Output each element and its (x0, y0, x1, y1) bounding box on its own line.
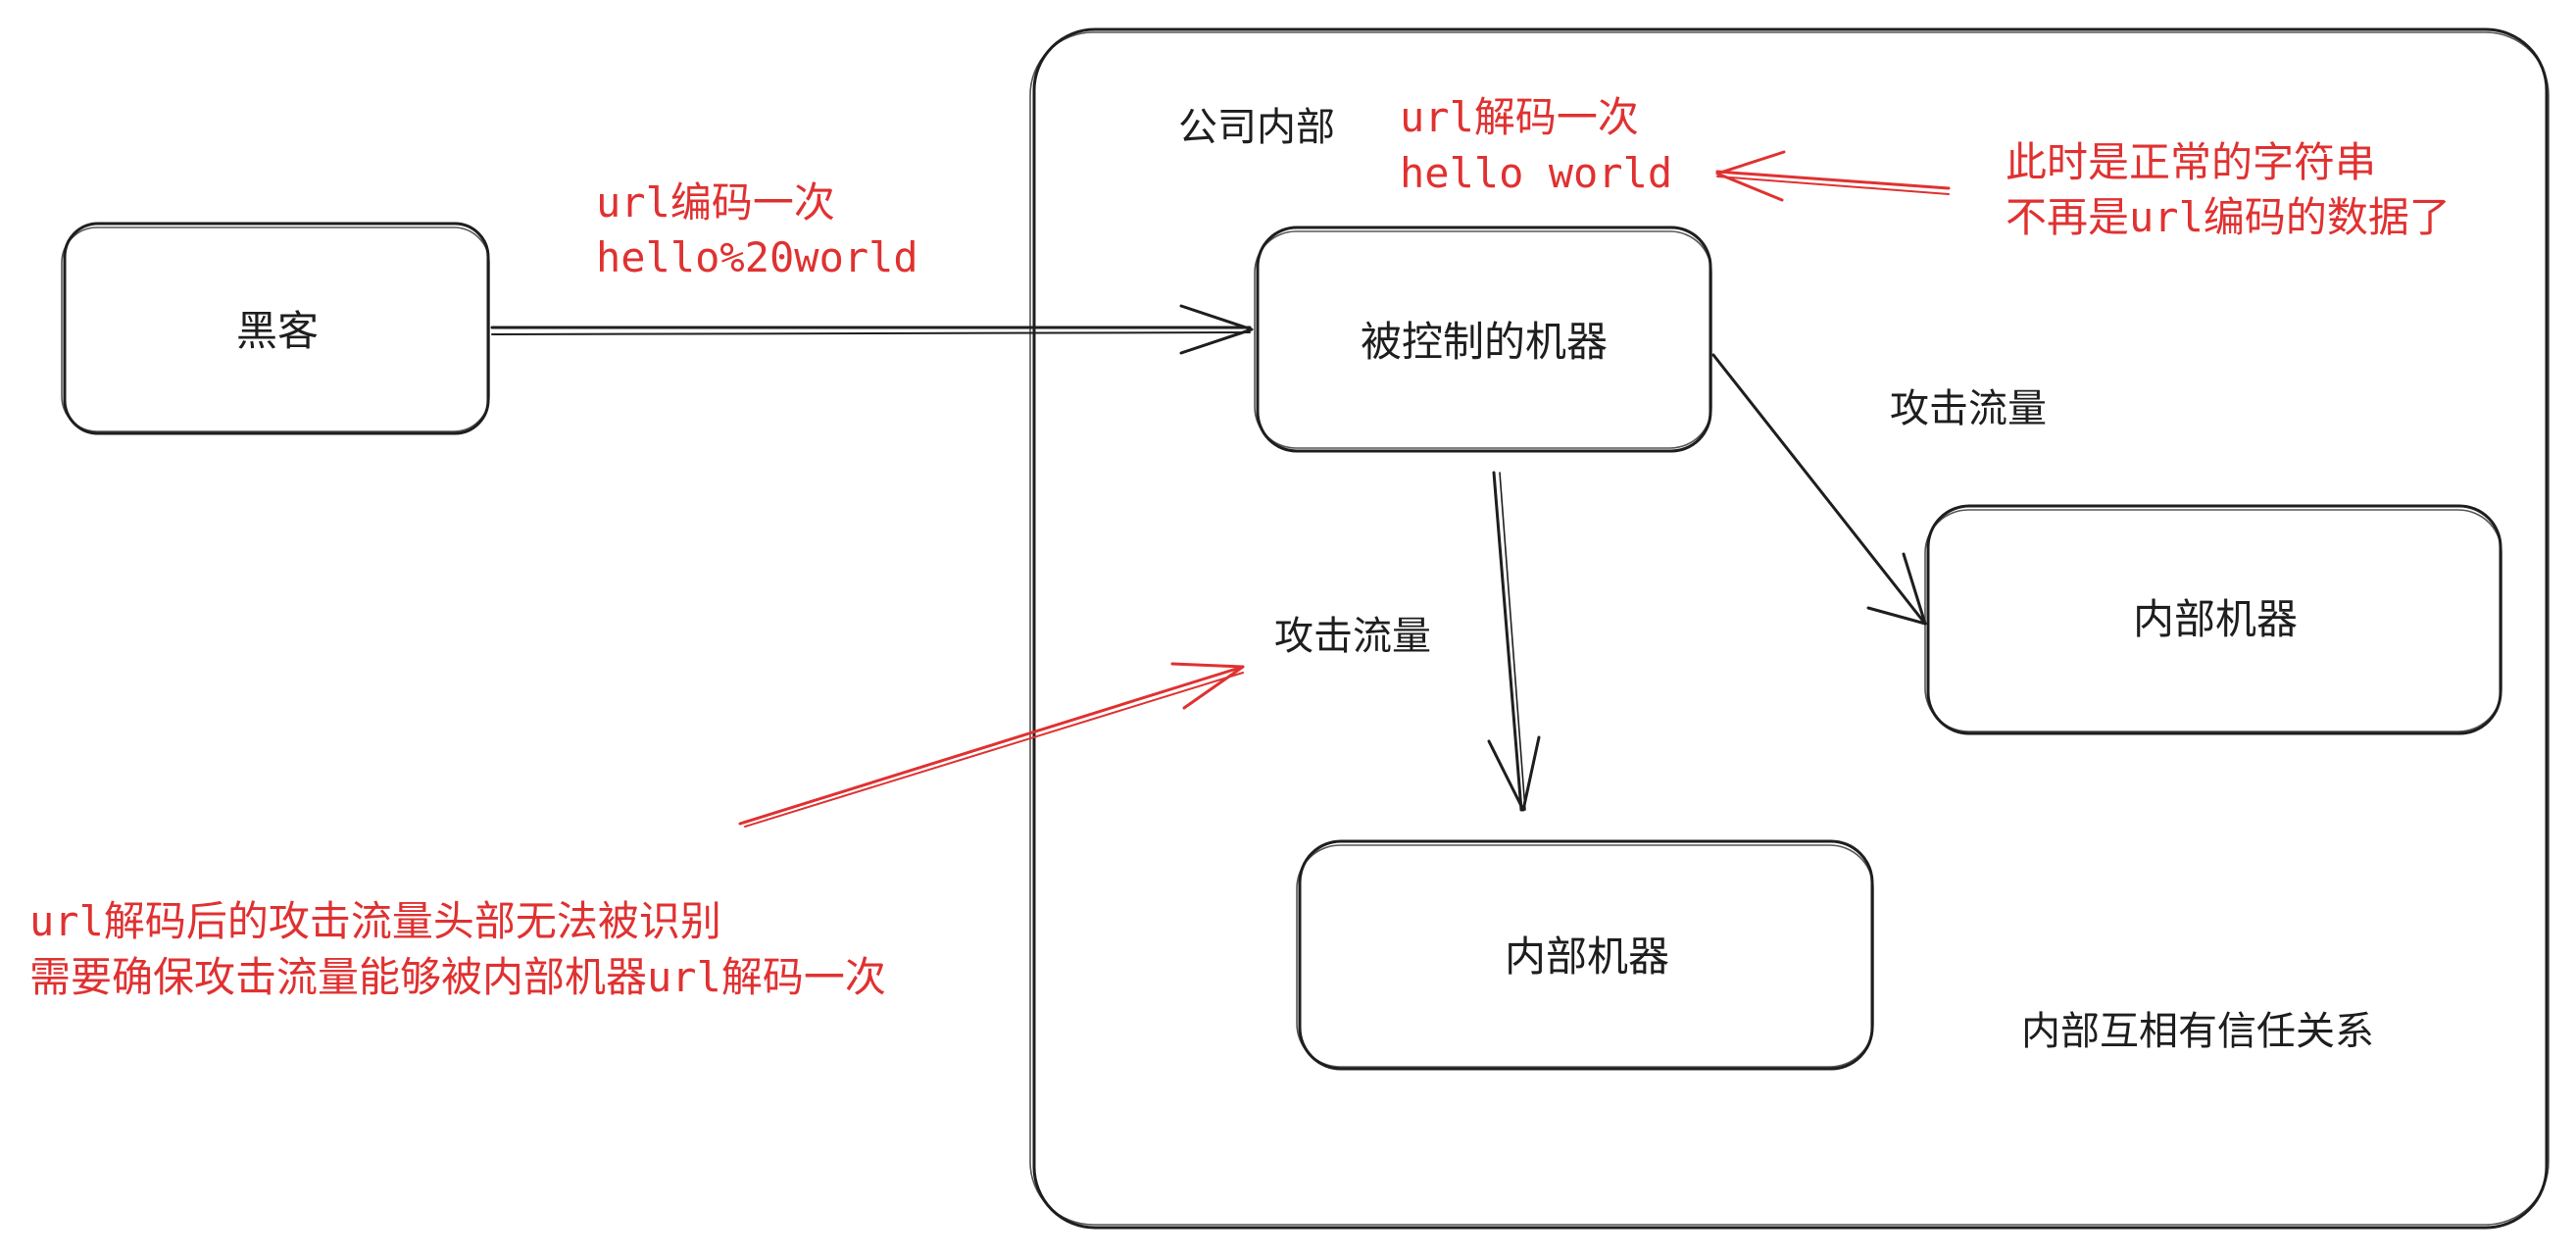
hacker-box (63, 222, 490, 435)
header-problem-line2: 需要确保攻击流量能够被内部机器url解码一次 (29, 953, 886, 1001)
node-label-controlled-machine: 被控制的机器 (1360, 317, 1609, 366)
header-problem-line1: url解码后的攻击流量头部无法被识别 (29, 897, 721, 945)
normal-string-line1: 此时是正常的字符串 (2006, 138, 2377, 186)
arrow-hacker-to-controlled (490, 304, 1254, 355)
hacker-box-sketch (61, 227, 490, 432)
arrow-to-decoded-text (1715, 150, 1951, 202)
controlled-machine-box (1256, 226, 1712, 453)
normal-string-line2: 不再是url编码的数据了 (2006, 193, 2451, 241)
internal-machine-bottom-box-sketch (1296, 844, 1874, 1068)
node-label-hacker: 黑客 (235, 306, 320, 355)
arrow-controlled-to-internal-bottom (1487, 471, 1541, 812)
company-boundary-sketch (1029, 31, 2550, 1226)
decode-once-line2: hello world (1400, 149, 1673, 197)
internal-machine-right-box (1926, 504, 2502, 735)
node-label-internal-machine-right: 内部机器 (2132, 594, 2299, 643)
node-label-internal-machine-bottom: 内部机器 (1504, 932, 1670, 981)
attack-traffic-label-right: 攻击流量 (1890, 386, 2047, 431)
company-boundary (1032, 27, 2549, 1230)
controlled-machine-box-sketch (1254, 230, 1712, 449)
arrow-controlled-to-internal-right (1711, 353, 1927, 626)
encode-once-line1: url编码一次 (596, 178, 835, 227)
internal-machine-bottom-box (1298, 839, 1874, 1071)
company-internal-label: 公司内部 (1178, 105, 1335, 150)
internal-trust-label: 内部互相有信任关系 (2021, 1009, 2374, 1054)
attack-traffic-label-down: 攻击流量 (1274, 614, 1431, 659)
encode-once-line2: hello%20world (596, 233, 918, 281)
arrow-to-attack-traffic (738, 662, 1245, 828)
decode-once-line1: url解码一次 (1400, 93, 1639, 141)
